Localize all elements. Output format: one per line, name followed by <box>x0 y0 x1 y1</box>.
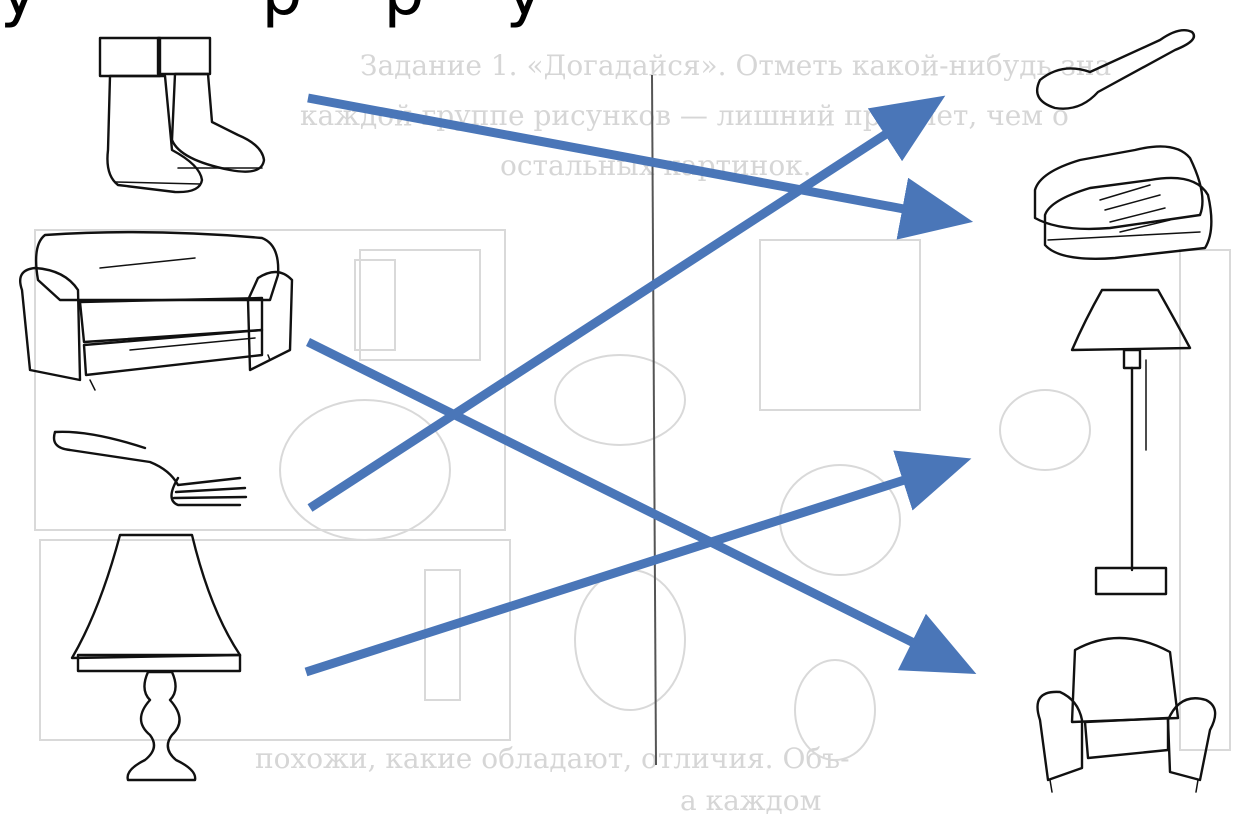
table-lamp-icon <box>72 535 240 780</box>
spoon-icon <box>1037 30 1194 108</box>
cropped-header-text: у р р у <box>0 0 544 30</box>
background-faded-sketches <box>35 230 1230 760</box>
background-text-line-5: а каждом <box>680 784 821 817</box>
arrow-sofa-to-armchair <box>308 342 928 650</box>
match-arrows <box>306 98 928 672</box>
sofa-icon <box>20 232 292 390</box>
floor-lamp-icon <box>1072 290 1190 594</box>
fork-icon <box>54 432 246 505</box>
sneakers-icon <box>1035 146 1211 258</box>
background-text-line-4: похожи, какие обладают, отличия. Объ- <box>255 742 850 775</box>
armchair-icon <box>1038 638 1216 792</box>
boots-icon <box>100 38 264 192</box>
background-text-line-1: Задание 1. «Догадайся». Отметь какой-ниб… <box>360 49 1111 82</box>
arrow-fork-to-spoon <box>310 125 900 508</box>
